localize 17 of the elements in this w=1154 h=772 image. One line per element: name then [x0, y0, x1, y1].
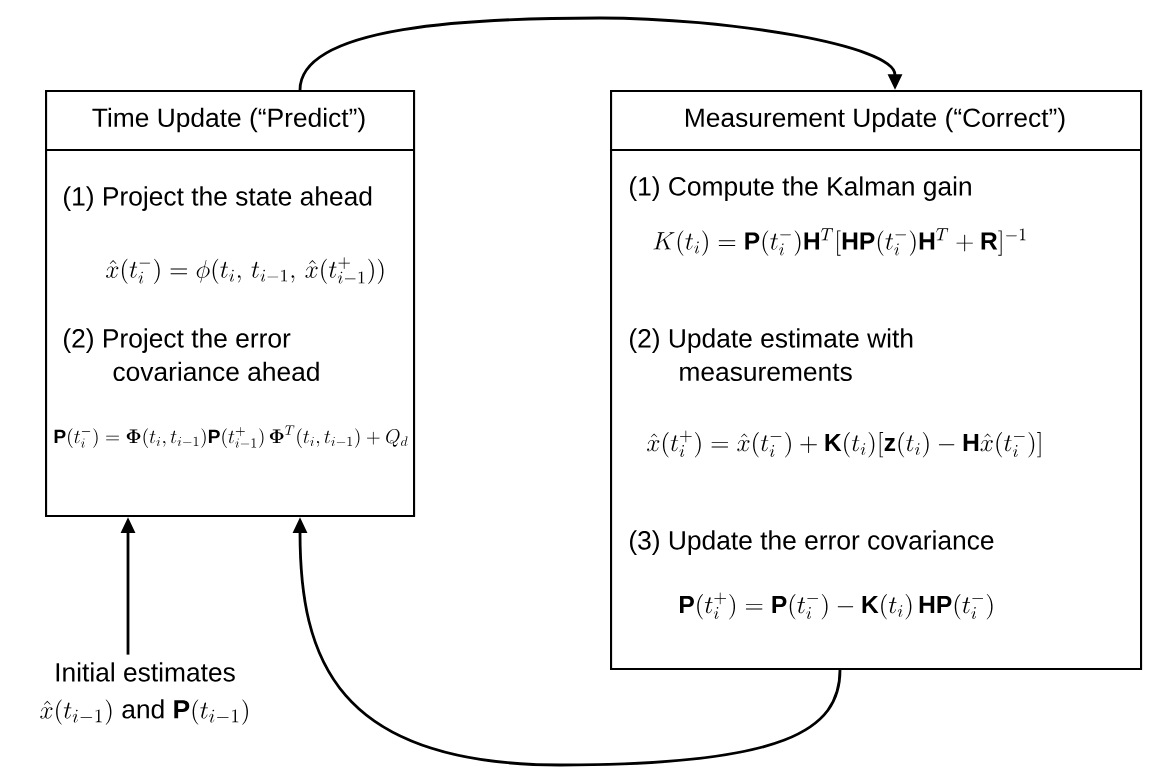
- arrow: [298, 16, 903, 91]
- equation: $K(t_i) = \mathbf{P}(t_i^-)\mathbf{H}^T[\mathbf{HP}(t_i^-)\mathbf{H}^T+\mathbf{R}]^{-1}$: [653, 228, 1026, 256]
- step-text: (1) Compute the Kalman gain: [630, 176, 971, 201]
- step-text: (1) Project the state ahead: [64, 186, 372, 211]
- process-box: [45, 90, 416, 518]
- box-heading: Measurement Update (“Correct”): [686, 107, 1065, 133]
- process-box: [610, 90, 1143, 671]
- step-text: (2) Project the error covariance ahead: [64, 328, 319, 382]
- box-heading: Time Update (“Predict”): [92, 107, 365, 133]
- equation: $\hat{x}(t_{i-1})\mbox{ and }\mathbf{P}(t_{i-1})$: [40, 699, 248, 725]
- equation: $\mathbf{P}(t_i^+) = \mathbf{P}(t_i^-)-\mathbf{K}(t_i)\,\mathbf{HP}(t_i^-)$: [680, 592, 993, 620]
- equation: $\hat{x}(t_i^+) = \hat{x}(t_i^-)+\mathbf{K}(t_i)[\mathbf{z}(t_i)-\mathbf{H}\hat{x}(t_i^-)]$: [647, 430, 1041, 458]
- note-text: Initial estimates: [56, 662, 235, 682]
- step-text: (2) Update estimate with measurements: [630, 328, 913, 382]
- step-text: (3) Update the error covariance: [630, 530, 994, 555]
- equation: $\mathbf{P}(t_i^-) = \bm{\Phi}(t_i, t_{i-1})\mathbf{P}(t_{i-1}^+)\,\bm{\Phi}^T(t_i, t_{i-1})+Q_d$: [54, 425, 408, 448]
- equation: $\hat{x}(t_i^-) = \phi(t_i,\, t_{i-1},\, \hat{x}(t_{i-1}^+))$: [106, 257, 384, 284]
